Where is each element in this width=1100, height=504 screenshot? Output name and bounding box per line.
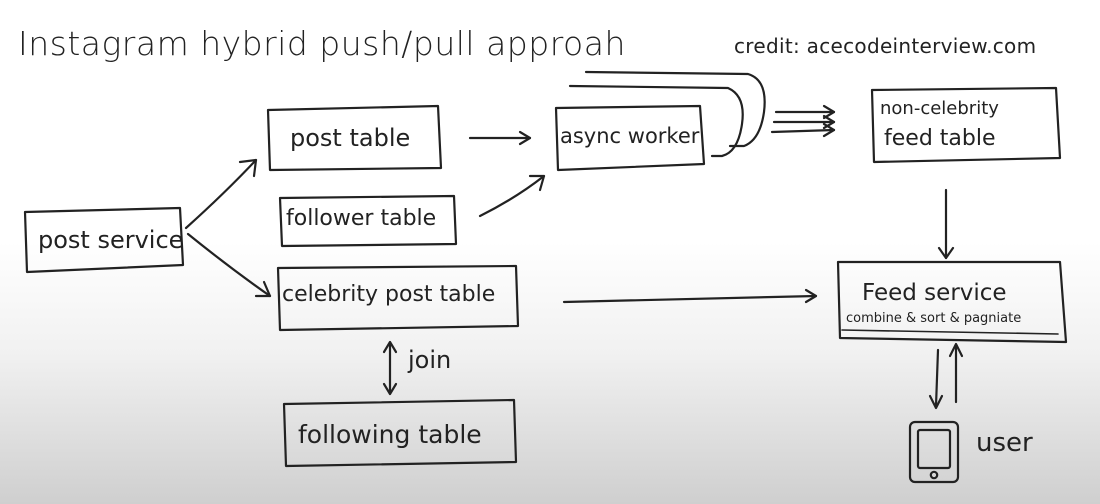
- phone-icon: [908, 420, 960, 484]
- feed-service-box: [836, 260, 1068, 344]
- edge-celebrity-to-feed-service: [562, 288, 818, 304]
- post-service-box: [23, 206, 185, 274]
- edge-feed-table-to-feed-service: [937, 188, 955, 260]
- feed-service-sub-label: combine & sort & pagniate: [846, 311, 1022, 326]
- follower-table-label: follower table: [286, 206, 437, 231]
- post-table-box: [266, 104, 443, 172]
- non-celebrity-feed-table-box: [870, 86, 1062, 164]
- follower-table-box: [278, 194, 458, 248]
- post-service-label: post service: [38, 226, 184, 254]
- feed-table-label: feed table: [884, 126, 996, 151]
- edge-post-table-to-async-worker: [468, 130, 532, 146]
- edge-post-service-to-post-table: [184, 158, 258, 230]
- following-table-box: [282, 398, 518, 468]
- async-worker-stack: [554, 70, 766, 172]
- edge-feed-service-user: [928, 342, 964, 410]
- user-label: user: [976, 428, 1033, 458]
- following-table-label: following table: [298, 420, 482, 449]
- non-celebrity-label: non-celebrity: [880, 98, 999, 119]
- feed-service-underline: [841, 329, 1059, 335]
- async-worker-label: async worker: [560, 124, 700, 148]
- celebrity-post-table-label: celebrity post table: [282, 282, 496, 307]
- celebrity-post-table-box: [276, 264, 520, 332]
- edge-follower-table-to-async-worker: [478, 174, 546, 218]
- feed-service-label: Feed service: [862, 280, 1007, 306]
- join-label: join: [408, 346, 452, 374]
- edge-join: [382, 340, 398, 396]
- post-table-label: post table: [290, 124, 411, 152]
- diagram-title: Instagram hybrid push/pull approah: [18, 24, 626, 63]
- edge-async-worker-to-feed-table: [770, 104, 836, 138]
- credit-text: credit: acecodeinterview.com: [734, 34, 1037, 58]
- edge-post-service-to-celebrity-post-table: [186, 232, 272, 298]
